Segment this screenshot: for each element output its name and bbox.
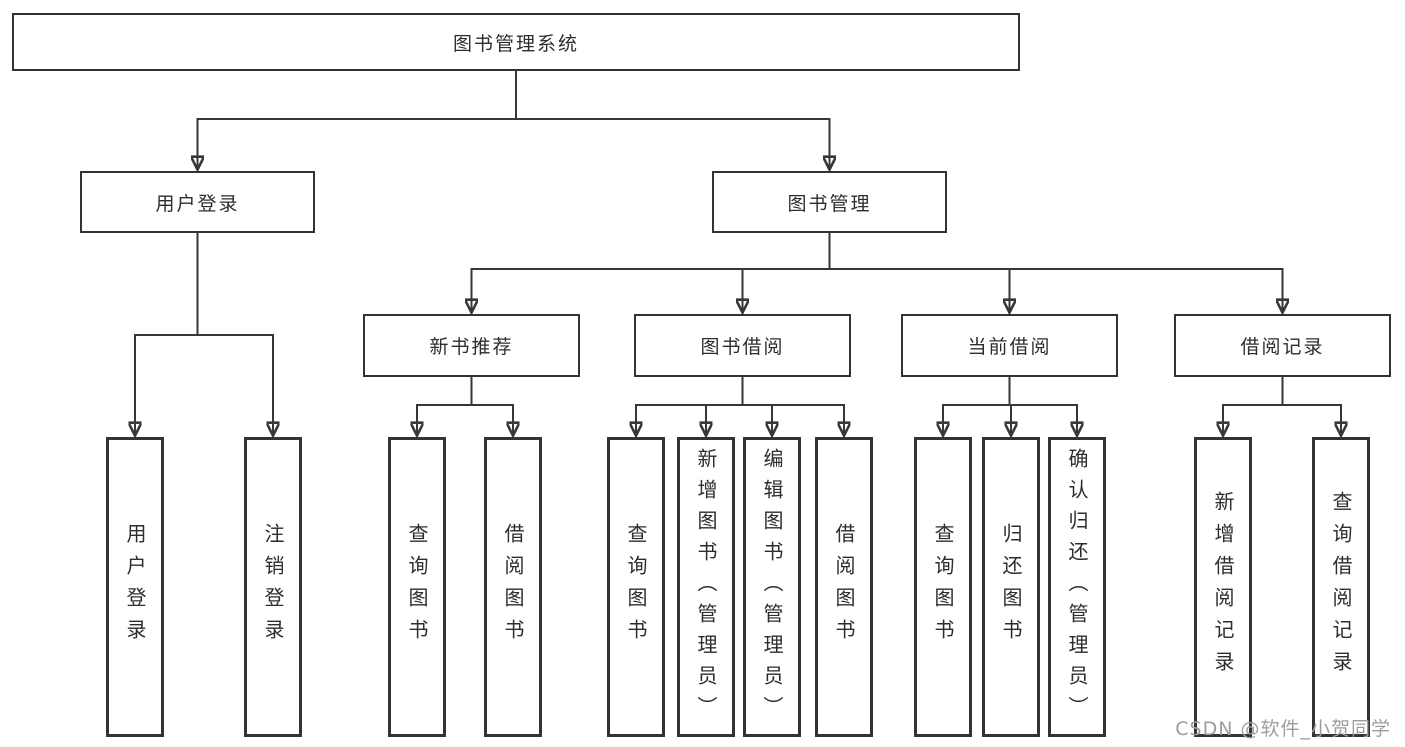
leaf-return-books: 归还图书 (982, 437, 1040, 737)
node-new-book-recommendation: 新书推荐 (363, 314, 580, 377)
csdn-watermark: CSDN @软件_小贺同学 (1175, 718, 1391, 740)
leaf-borrow-books-recommend: 借阅图书 (484, 437, 542, 737)
leaf-query-books-recommend: 查询图书 (388, 437, 446, 737)
leaf-query-books-borrow: 查询图书 (607, 437, 665, 737)
node-book-management: 图书管理 (712, 171, 947, 233)
node-borrowing-records: 借阅记录 (1174, 314, 1391, 377)
node-book-borrowing: 图书借阅 (634, 314, 851, 377)
leaf-edit-books-admin: 编辑图书（管理员） (743, 437, 801, 737)
leaf-query-borrow-record: 查询借阅记录 (1312, 437, 1370, 737)
node-library-management-system: 图书管理系统 (12, 13, 1020, 71)
leaf-logout: 注销登录 (244, 437, 302, 737)
leaf-add-borrow-record: 新增借阅记录 (1194, 437, 1252, 737)
node-current-borrowing: 当前借阅 (901, 314, 1118, 377)
leaf-user-login: 用户登录 (106, 437, 164, 737)
leaf-query-books-current: 查询图书 (914, 437, 972, 737)
leaf-confirm-return-admin: 确认归还（管理员） (1048, 437, 1106, 737)
node-user-login: 用户登录 (80, 171, 315, 233)
leaf-borrow-books: 借阅图书 (815, 437, 873, 737)
leaf-add-books-admin: 新增图书（管理员） (677, 437, 735, 737)
